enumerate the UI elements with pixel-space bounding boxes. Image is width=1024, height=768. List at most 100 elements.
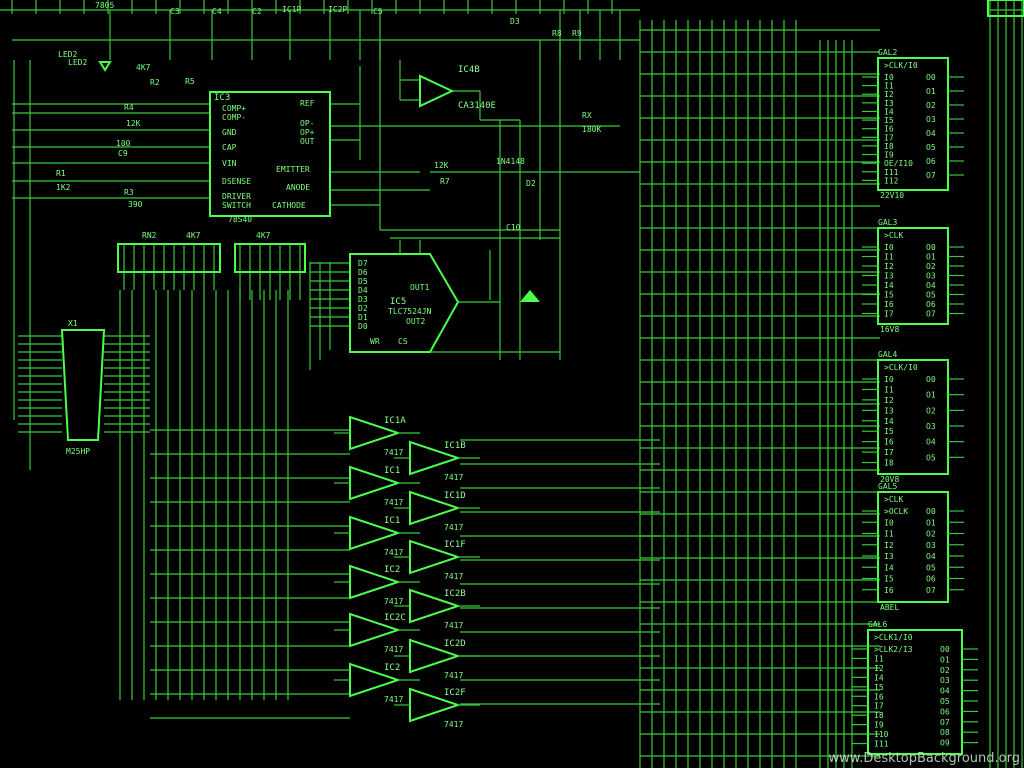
gal-chip: GAL5>CLK>OCLKI0I1I2I3I4I5I6O0O1O2O3O4O5O…: [862, 482, 964, 612]
gal-input-pin: I11: [874, 740, 889, 749]
gal-input-pin: I3: [884, 552, 894, 561]
gal-input-pin: I10: [874, 730, 889, 739]
gal-output-pin: O8: [940, 728, 950, 737]
buffer-gate: IC1B 7417: [394, 440, 480, 482]
gal-output-pin: O7: [926, 310, 936, 319]
led-label: LED2: [68, 58, 87, 67]
svg-text:CAP: CAP: [222, 143, 237, 152]
gal-output-pin: O2: [940, 666, 950, 675]
top-label-row: 7805 C3 C4 C2 IC1P IC2P C5 D3 R8 R9: [95, 1, 582, 38]
ic4-opamp: IC4B CA3140E: [419, 65, 496, 111]
buffer-part: 7417: [444, 671, 463, 680]
svg-text:DSENSE: DSENSE: [222, 177, 251, 186]
svg-text:VIN: VIN: [222, 159, 237, 168]
gal-input-pin: I7: [874, 702, 884, 711]
gal-input-pin: I5: [874, 683, 884, 692]
buffer-array: IC1A7417IC1B7417IC17417IC1D7417IC17417IC…: [334, 415, 480, 729]
ic3-part: 78S40: [228, 215, 252, 224]
gal-input-pin: I1: [884, 82, 894, 91]
svg-text:4K7: 4K7: [256, 231, 271, 240]
gal-input-pin: I5: [884, 116, 894, 125]
gal-header: >CLK/I0: [884, 363, 918, 372]
svg-text:EMITTER: EMITTER: [276, 165, 310, 174]
gal-body: [877, 57, 949, 191]
svg-text:D7: D7: [358, 259, 368, 268]
gal-output-pin: O0: [926, 243, 936, 252]
gal-footer: 20V8: [880, 475, 899, 484]
gal-input-pin: >OCLK: [884, 507, 908, 516]
gal-ref: GAL5: [878, 482, 897, 491]
gal-ref: GAL6: [868, 620, 887, 629]
svg-text:1N4148: 1N4148: [496, 157, 525, 166]
svg-text:CATHODE: CATHODE: [272, 201, 306, 210]
svg-text:R7: R7: [440, 177, 450, 186]
gal-body: [867, 629, 963, 755]
svg-text:12K: 12K: [434, 161, 449, 170]
gal-output-pin: O4: [926, 552, 936, 561]
svg-text:D5: D5: [358, 277, 368, 286]
gal-input-pin: OE/I10: [884, 159, 913, 168]
gal-input-pin: I5: [884, 575, 894, 584]
buffer-ref: IC2: [384, 565, 400, 575]
buffer-ref: IC1A: [384, 416, 406, 426]
r9-label: R9: [572, 29, 582, 38]
gal-output-pin: O6: [940, 707, 950, 716]
led-section: LED2 LED2 4K7 R2 R5: [58, 50, 195, 87]
svg-text:RN2: RN2: [142, 231, 157, 240]
buffer-ref: IC1: [384, 466, 400, 476]
d3-label: D3: [510, 17, 520, 26]
c3-label: C3: [170, 7, 180, 16]
gal-input-pin: I6: [884, 125, 894, 134]
gal-output-pin: O5: [926, 563, 936, 572]
buffer-ref: IC2F: [444, 688, 466, 698]
buffer-part: 7417: [384, 448, 403, 457]
svg-text:R1: R1: [56, 169, 66, 178]
gal-input-pin: I7: [884, 133, 894, 142]
svg-text:C9: C9: [118, 149, 128, 158]
svg-text:CS: CS: [398, 337, 408, 346]
svg-text:WR: WR: [370, 337, 380, 346]
svg-text:ANODE: ANODE: [286, 183, 310, 192]
gal-input-pin: I0: [884, 518, 894, 527]
gal-input-pin: I3: [884, 272, 894, 281]
buffer-gate: IC1 7417: [334, 465, 420, 507]
buffer-part: 7417: [444, 473, 463, 482]
gal-output-pin: O7: [926, 171, 936, 180]
buffer-part: 7417: [384, 498, 403, 507]
gal-output-pin: O7: [926, 586, 936, 595]
svg-text:C10: C10: [506, 223, 521, 232]
svg-text:D1: D1: [358, 313, 368, 322]
buffer-ref: IC2C: [384, 613, 406, 623]
buffer-ref: IC1B: [444, 441, 466, 451]
gal-output-pin: O2: [926, 262, 936, 271]
buffer-part: 7417: [444, 621, 463, 630]
buffer-part: 7417: [384, 548, 403, 557]
svg-text:12K: 12K: [126, 119, 141, 128]
svg-text:D3: D3: [358, 295, 368, 304]
svg-text:GND: GND: [222, 128, 237, 137]
gal-footer: ABEL: [880, 603, 899, 612]
buffer-ref: IC1F: [444, 540, 466, 550]
gal-input-pin: I2: [884, 90, 894, 99]
passive-labels: R4 12K 100 C9 R1 1K2 R3 390 RX 180K 12K …: [56, 103, 601, 240]
resistor-networks: [117, 243, 306, 273]
buffer-part: 7417: [384, 695, 403, 704]
gal-input-pin: I1: [884, 530, 894, 539]
buffer-ref: IC1: [384, 516, 400, 526]
resistor-network-1: [117, 243, 221, 273]
corner-box: [987, 0, 1024, 17]
ic5-dac: D7 D6 D5 D4 D3 D2 D1 D0 WR CS IC5 TLC752…: [349, 253, 540, 353]
gal-input-pin: I6: [884, 586, 894, 595]
svg-text:R3: R3: [124, 188, 134, 197]
svg-text:SWITCH: SWITCH: [222, 201, 251, 210]
gal-input-pin: I1: [874, 654, 884, 663]
gal-chip: GAL4>CLK/I0I0I1I2I3I4I5I6I7I8O0O1O2O3O4O…: [862, 350, 964, 484]
svg-text:390: 390: [128, 200, 143, 209]
gal-ref: GAL4: [878, 350, 897, 359]
